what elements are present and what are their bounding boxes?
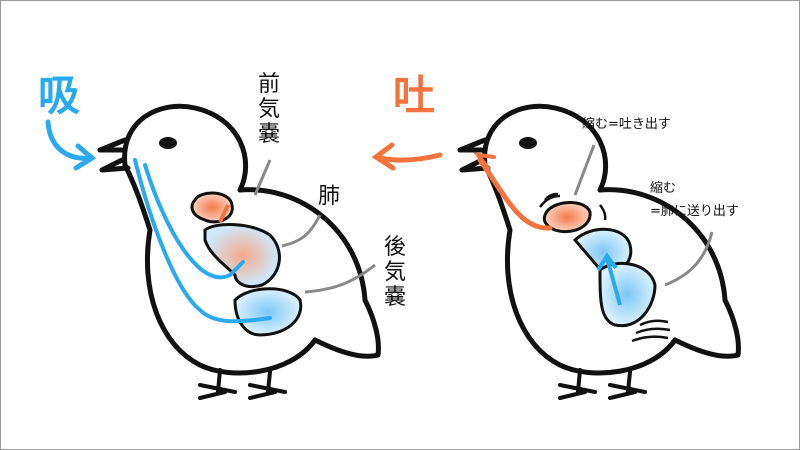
left-leader-lines xyxy=(253,159,376,294)
contraction-marks xyxy=(538,192,671,343)
exhale-airflow xyxy=(371,142,553,231)
right-eye xyxy=(519,137,537,149)
anterior-contract-label: 縮む=吐き出す xyxy=(582,117,671,132)
posterior-contract-label-1: 縮む xyxy=(650,181,677,196)
anterior-air-sac-label: 前気嚢 xyxy=(257,72,280,147)
right-leader-lines xyxy=(573,144,714,287)
left-orange-arrow xyxy=(218,204,230,223)
exhale-label: 吐 xyxy=(393,71,436,120)
posterior-air-sac-label: 後気嚢 xyxy=(383,235,406,310)
inhale-airflow xyxy=(45,119,272,324)
left-organs xyxy=(190,191,303,337)
lung-label: 肺 xyxy=(318,184,341,209)
posterior-contract-label-2: =肺に送り出す xyxy=(650,204,739,219)
right-blue-arrow xyxy=(596,252,622,306)
left-eye xyxy=(159,137,177,149)
inhale-label: 吸 xyxy=(38,71,81,120)
